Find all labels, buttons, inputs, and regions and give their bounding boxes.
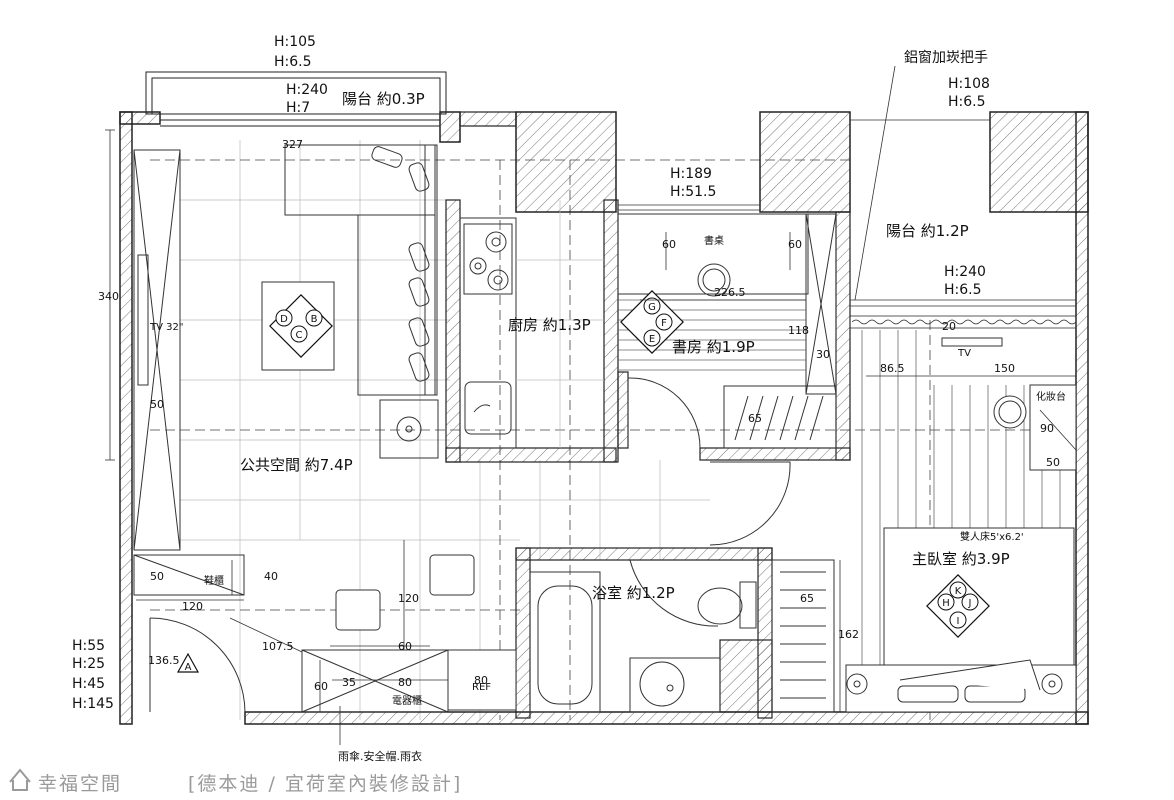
bedroom-wardrobe xyxy=(771,559,835,713)
label-umbrella-note: 雨傘.安全帽.雨衣 xyxy=(338,749,422,763)
marker-j: J xyxy=(968,598,972,609)
marker-letters: A B C D E F G H I J K xyxy=(185,302,972,673)
marker-c: C xyxy=(296,330,303,341)
dim-text: 50 xyxy=(150,398,164,411)
height-note: H:45 xyxy=(72,676,105,692)
dim-text: 120 xyxy=(182,600,203,613)
curtain xyxy=(851,319,1077,325)
door-swings xyxy=(149,377,791,713)
dim-text: 35 xyxy=(342,676,356,689)
dim-text: 40 xyxy=(264,570,278,583)
dim-text: 50 xyxy=(150,570,164,583)
wardrobe-study xyxy=(723,385,837,449)
room-public-space: 公共空間 約7.4P xyxy=(240,456,353,474)
label-fridge: REF xyxy=(472,682,491,693)
room-kitchen: 廚房 約1.3P xyxy=(508,316,591,334)
dim-text: 60 xyxy=(788,238,802,251)
small-balcony xyxy=(145,71,447,127)
room-study: 書房 約1.9P xyxy=(672,338,755,356)
dim-text: 226.5 xyxy=(714,286,746,299)
centerlines xyxy=(150,159,1075,720)
watermark-designer: [德本迪 / 宜荷室內裝修設計] xyxy=(188,773,462,795)
marker-b: B xyxy=(311,314,318,325)
dim-text: 60 xyxy=(662,238,676,251)
label-shoe-cabinet: 鞋櫃 xyxy=(204,574,224,587)
height-note: H:7 xyxy=(286,100,310,116)
study-furniture xyxy=(617,213,837,395)
room-bathroom: 浴室 約1.2P xyxy=(592,584,675,602)
height-note: H:105 xyxy=(274,34,316,50)
marker-k: K xyxy=(955,586,962,597)
dim-text: 80 xyxy=(398,676,412,689)
leader-window-handle xyxy=(854,65,896,301)
dim-text: 340 xyxy=(98,290,119,303)
tv-cabinet xyxy=(133,149,181,551)
outer-walls xyxy=(119,111,1089,725)
watermark: 幸福空間 [德本迪 / 宜荷室內裝修設計] xyxy=(9,768,462,795)
dim-text: 90 xyxy=(1040,422,1054,435)
dim-text: 162 xyxy=(838,628,859,641)
dim-text: 327 xyxy=(282,138,303,151)
marker-circles xyxy=(275,297,979,629)
interior-walls xyxy=(445,111,851,719)
bathroom-fixtures xyxy=(529,571,757,713)
dim-text: 86.5 xyxy=(880,362,905,375)
kitchen-counter xyxy=(459,217,517,449)
height-note: H:145 xyxy=(72,696,114,712)
dimension-lines xyxy=(105,129,1077,745)
label-desk: 書桌 xyxy=(704,234,724,247)
label-appliance-cabinet: 電器櫃 xyxy=(392,694,422,707)
label-window-handle: 鋁窗加崁把手 xyxy=(904,49,988,66)
bedroom-furniture xyxy=(845,337,1077,713)
dim-text: 65 xyxy=(800,592,814,605)
height-note: H:55 xyxy=(72,638,105,654)
height-note: H:6.5 xyxy=(274,54,312,70)
dim-text: 120 xyxy=(398,592,419,605)
room-balcony-large: 陽台 約1.2P xyxy=(886,222,969,240)
marker-f: F xyxy=(661,318,667,329)
dim-text: 136.5 xyxy=(148,654,180,667)
dim-text: 30 xyxy=(816,348,830,361)
dim-text: 60 xyxy=(314,680,328,693)
label-vanity: 化妝台 xyxy=(1036,390,1066,403)
home-icon xyxy=(9,768,31,791)
height-note: H:6.5 xyxy=(948,94,986,110)
dim-text: 80 xyxy=(474,674,488,687)
dim-text: 50 xyxy=(1046,456,1060,469)
height-note: H:240 xyxy=(944,264,986,280)
room-master-bedroom: 主臥室 約3.9P xyxy=(912,550,1010,568)
marker-e: E xyxy=(649,334,655,345)
dim-text: 107.5 xyxy=(262,640,294,653)
watermark-brand: 幸福空間 xyxy=(38,773,122,795)
marker-g: G xyxy=(648,302,656,313)
dim-text: 20 xyxy=(942,320,956,333)
sofa xyxy=(284,144,439,459)
marker-h: H xyxy=(942,598,950,609)
dim-text: 65 xyxy=(748,412,762,425)
dim-text: 150 xyxy=(994,362,1015,375)
room-balcony-small: 陽台 約0.3P xyxy=(342,90,425,108)
height-note: H:189 xyxy=(670,166,712,182)
label-double-bed: 雙人床5'x6.2' xyxy=(960,530,1024,543)
dim-text: 60 xyxy=(398,640,412,653)
marker-d: D xyxy=(280,314,288,325)
dim-text: 118 xyxy=(788,324,809,337)
dining-furniture xyxy=(301,554,517,713)
marker-a: A xyxy=(185,662,192,673)
height-note: H:25 xyxy=(72,656,105,672)
label-tv-living: TV 32" xyxy=(149,322,183,333)
marker-i: I xyxy=(957,616,960,627)
height-note: H:240 xyxy=(286,82,328,98)
label-tv-bed: TV xyxy=(957,348,971,359)
height-note: H:6.5 xyxy=(944,282,982,298)
height-note: H:51.5 xyxy=(670,184,716,200)
height-note: H:108 xyxy=(948,76,990,92)
kitchen-floor xyxy=(516,200,604,448)
